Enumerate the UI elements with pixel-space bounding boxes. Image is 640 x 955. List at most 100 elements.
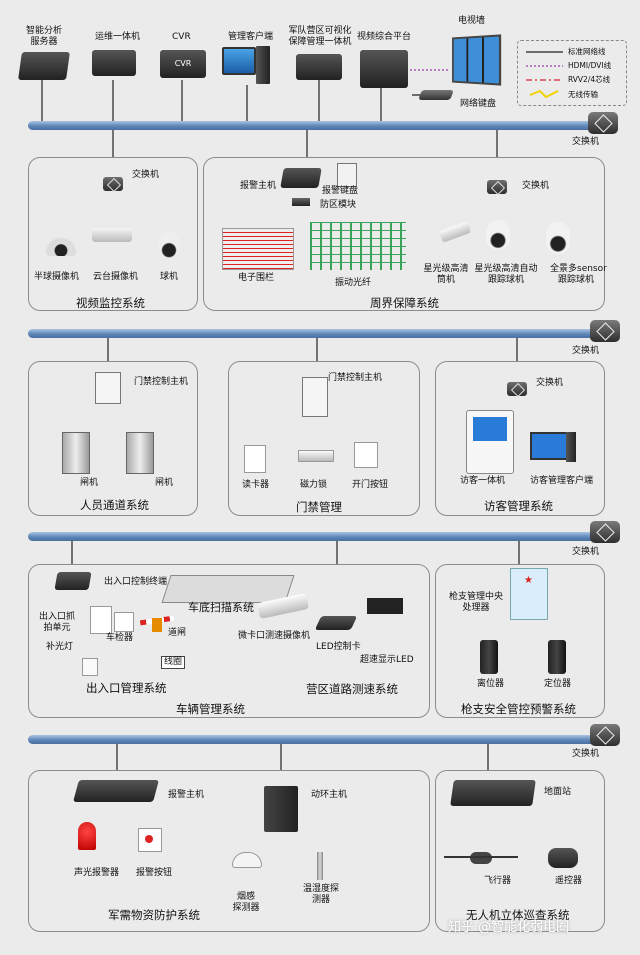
smoke-detector-icon <box>232 852 262 868</box>
tracker-1-label: 离位器 <box>477 679 505 689</box>
cvr-device-icon: CVR <box>160 50 206 78</box>
ptz-camera-label: 云台摄像机 <box>93 272 139 282</box>
led-display-label: 超速显示LED <box>360 655 414 665</box>
video-switch-icon <box>103 177 123 191</box>
smoke-detector-label: 烟感 探测器 <box>232 892 260 913</box>
access-host-icon <box>302 377 328 417</box>
core-switch-2-icon <box>590 320 620 342</box>
perimeter-alarm-host-label: 报警主机 <box>240 181 277 191</box>
personnel-system-title: 人员通道系统 <box>80 498 149 512</box>
core-switch-1-icon <box>588 112 618 134</box>
loop-label: 线圈 <box>161 656 186 669</box>
visitor-switch-label: 交换机 <box>536 378 564 388</box>
vehicle-system-title: 车辆管理系统 <box>176 702 245 716</box>
cvr-label: CVR <box>172 32 191 42</box>
ground-station-label: 地面站 <box>544 787 572 797</box>
drone-icon <box>442 848 520 868</box>
core-switch-3-label: 交换机 <box>572 547 600 557</box>
temp-sensor-label: 温湿度探 测器 <box>302 884 339 905</box>
personnel-access-host-label: 门禁控制主机 <box>134 377 189 387</box>
gun-center-icon: ★ <box>510 568 548 620</box>
supplies-system-title: 军需物资防护系统 <box>108 908 200 922</box>
ops-machine-icon <box>92 50 136 76</box>
ptz-camera-icon <box>92 228 132 242</box>
remote-icon <box>548 848 578 868</box>
env-host-label: 动环主机 <box>311 790 348 800</box>
aircraft-label: 飞行器 <box>484 876 512 886</box>
auto-track-ball-label: 星光级高清自动 跟踪球机 <box>474 264 538 285</box>
pc-tower-icon <box>256 46 270 84</box>
ground-station-icon <box>450 780 536 806</box>
visitor-kiosk-icon <box>466 410 514 474</box>
visitor-switch-icon <box>507 382 527 396</box>
personnel-access-host-icon <box>95 372 121 404</box>
zone-module-icon <box>292 198 310 206</box>
exit-button-icon <box>354 442 378 468</box>
legend-hdmi: HDMI/DVI线 <box>568 61 612 70</box>
siren-icon <box>78 822 96 850</box>
visitor-pc-icon <box>566 432 576 462</box>
legend-box: 标准网络线 HDMI/DVI线 RVV2/4芯线 无线传输 <box>517 40 627 106</box>
access-system-title: 门禁管理 <box>296 500 342 514</box>
visual-mgmt-icon <box>296 54 342 80</box>
electric-fence-icon <box>222 228 294 270</box>
core-switch-4-icon <box>590 724 620 746</box>
watermark: 知乎 @智能化弱电圈 <box>448 920 570 935</box>
legend-standard: 标准网络线 <box>568 47 606 56</box>
mag-lock-icon <box>298 450 334 462</box>
tv-wall-label: 电视墙 <box>458 16 486 26</box>
network-bus-2 <box>28 329 603 338</box>
visitor-kiosk-label: 访客一体机 <box>460 476 506 486</box>
alarm-button-icon <box>138 828 162 852</box>
card-reader-label: 读卡器 <box>242 480 270 490</box>
barrier-label: 道闸 <box>168 628 187 638</box>
visitor-client-label: 访客管理客户端 <box>530 476 594 486</box>
keyboard-icon <box>418 90 454 100</box>
supplies-alarm-host-icon <box>73 780 159 802</box>
siren-label: 声光报警器 <box>74 868 120 878</box>
video-switch-label: 交换机 <box>132 170 160 180</box>
entry-terminal-label: 出入口控制终端 <box>104 577 168 587</box>
led-display-icon <box>367 598 403 614</box>
supplies-alarm-host-label: 报警主机 <box>168 790 205 800</box>
entry-system-title: 出入口管理系统 <box>86 681 167 695</box>
electric-fence-label: 电子围栏 <box>238 273 275 283</box>
kiosk-screen <box>473 417 507 441</box>
network-bus-3 <box>28 532 603 541</box>
alarm-keyboard-label: 报警键盘 <box>322 186 359 196</box>
visitor-system-title: 访客管理系统 <box>484 499 553 513</box>
road-speed-title: 营区道路测速系统 <box>306 682 398 696</box>
panorama-ball-icon <box>546 222 570 254</box>
mgmt-client-label: 管理客户端 <box>228 32 274 42</box>
legend-wireless: 无线传输 <box>568 90 598 99</box>
temp-sensor-icon <box>317 852 323 880</box>
speed-camera-label: 微卡口测速摄像机 <box>238 631 311 641</box>
dome-camera-icon <box>46 238 76 256</box>
zone-module-label: 防区模块 <box>320 200 357 210</box>
entry-terminal-icon <box>54 572 92 590</box>
tv-wall-icon <box>452 34 502 86</box>
starlight-camera-label: 星光级高清 筒机 <box>423 264 469 285</box>
exit-button-label: 开门按钮 <box>352 480 389 490</box>
turnstile-1-icon <box>62 432 90 474</box>
alarm-button-label: 报警按钮 <box>136 868 173 878</box>
net-keyboard-label: 网络键盘 <box>460 99 497 109</box>
tracker-1-icon <box>480 640 498 674</box>
barrier-post-icon <box>152 618 162 632</box>
tracker-2-icon <box>548 640 566 674</box>
button-red-dot <box>145 835 153 843</box>
server-device-icon <box>18 52 70 80</box>
video-platform-icon <box>360 50 408 88</box>
gun-system-title: 枪支安全管控预警系统 <box>461 702 576 716</box>
led-card-icon <box>314 616 358 630</box>
perimeter-switch-icon <box>487 180 507 194</box>
fill-light-label: 补光灯 <box>46 642 74 652</box>
drone-arms <box>444 856 518 858</box>
fill-light-icon <box>82 658 98 676</box>
panorama-ball-label: 全景多sensor 跟踪球机 <box>550 264 607 285</box>
drone-body <box>470 852 492 864</box>
card-reader-icon <box>244 445 266 473</box>
network-bus-1 <box>28 121 603 130</box>
perimeter-switch-label: 交换机 <box>522 181 550 191</box>
visual-mgmt-label: 军队营区可视化 保障管理一体机 <box>288 26 352 47</box>
